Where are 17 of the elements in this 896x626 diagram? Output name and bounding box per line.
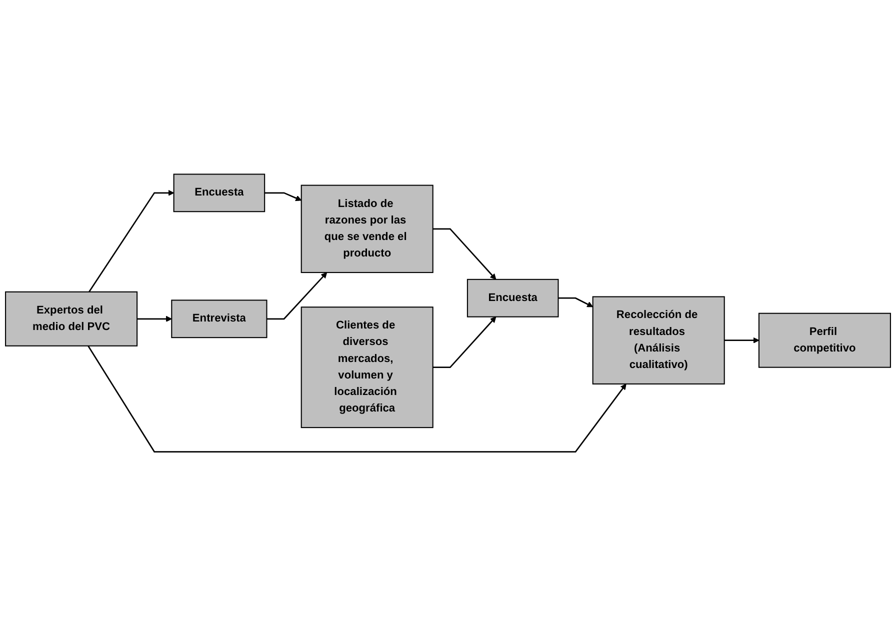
node-box: Perfil competitivo: [758, 312, 891, 368]
node-box: Recolección de resultados (Análisis cualitativo): [592, 296, 725, 384]
node-box: Expertos del medio del PVC: [5, 291, 138, 346]
arrow: [558, 297, 594, 308]
arrow: [266, 272, 328, 320]
arrow: [432, 228, 496, 280]
arrow: [724, 337, 760, 344]
node-box: Listado de razones por las que se vende el producto: [300, 184, 434, 274]
arrow: [264, 192, 302, 202]
node-box: Clientes de diversos mercados, volumen y localización geográfica: [300, 306, 434, 428]
arrow: [137, 316, 172, 322]
node-box: Encuesta: [173, 174, 266, 212]
node-box: Encuesta: [466, 278, 559, 318]
node-box: Entrevista: [171, 300, 268, 338]
arrow: [88, 346, 626, 452]
arrow: [432, 316, 496, 368]
arrow: [88, 190, 174, 292]
